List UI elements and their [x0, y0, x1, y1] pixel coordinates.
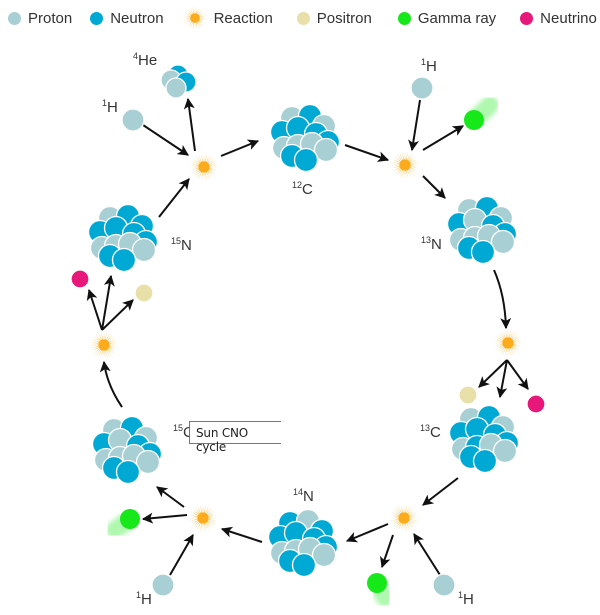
arrow-reaction2-to-gamma: [422, 125, 464, 151]
proton-h1-bottomright: [432, 573, 456, 597]
arrow-h1-to-reaction4: [413, 533, 441, 576]
reaction-1: [190, 153, 218, 181]
nucleus-o15: [91, 415, 163, 485]
arrow-reaction1-to-c12: [220, 139, 260, 157]
gamma-ray-3: [106, 509, 140, 539]
proton-h1-topright: [410, 76, 434, 100]
reaction-star-icon: [182, 6, 207, 30]
arrow-reaction4-to-gamma: [380, 534, 394, 569]
reaction-2: [391, 151, 419, 179]
arrow-n13-to-reaction3: [493, 269, 512, 330]
legend-item-reaction: Reaction: [182, 5, 273, 31]
proton: [131, 237, 157, 263]
arrow-h1-to-reaction5: [169, 534, 194, 576]
nucleus-n13: [446, 195, 518, 265]
labels-layer: 12C 13N 13C 14N 15C 15N 4He 1H 1H 1H 1H: [102, 51, 474, 608]
label-c12: 12C: [292, 180, 313, 198]
arrow-reaction5-to-o15: [156, 486, 185, 508]
legend-label: Neutron: [110, 9, 164, 27]
positron-2: [134, 283, 154, 303]
legend: Proton Neutron Reaction Positron Gamma r…: [8, 6, 600, 30]
legend-item-neutron: Neutron: [90, 9, 164, 27]
arrow-o15-to-reaction6: [99, 360, 123, 408]
label-he4: 4He: [133, 51, 157, 69]
legend-label: Reaction: [213, 9, 273, 27]
neutrino-1: [526, 394, 546, 414]
proton: [311, 542, 337, 568]
label-h1-bottomright: 1H: [458, 590, 474, 608]
neutron: [291, 552, 317, 578]
label-n14: 14N: [293, 487, 314, 505]
reaction-star-shape: [182, 6, 207, 30]
positron-1: [458, 385, 478, 405]
proton: [135, 449, 161, 475]
neutron: [472, 448, 498, 474]
neutrino-2: [70, 269, 90, 289]
label-c13: 13C: [420, 423, 441, 441]
legend-item-positron: Positron: [296, 9, 372, 27]
arrow-c12-to-reaction2: [344, 144, 390, 162]
proton: [492, 438, 518, 464]
proton: [313, 137, 339, 163]
label-o15: 15C: [173, 423, 194, 441]
proton: [490, 229, 516, 255]
arrow-n15-to-reaction1: [158, 178, 190, 218]
neutron: [293, 147, 319, 173]
label-n13: 13N: [421, 235, 442, 253]
arrow-reaction2-to-n13: [422, 175, 446, 199]
reaction-6: [90, 331, 118, 359]
arrow-n14-to-reaction5: [220, 526, 263, 543]
legend-label: Proton: [28, 9, 73, 27]
gamma-ray-2: [367, 573, 394, 607]
legend-item-neutrino: Neutrino: [520, 10, 597, 27]
arrows-layer: [86, 97, 529, 576]
label-h1-bottomleft: 1H: [136, 590, 152, 608]
nucleus-c13: [448, 404, 520, 474]
particles-layer: [70, 64, 546, 607]
arrow-reaction5-to-gamma: [141, 512, 188, 524]
gamma-ray-dot-icon: [397, 11, 411, 25]
positron-dot-icon: [296, 11, 310, 25]
arrow-reaction6-to-positron: [101, 299, 134, 331]
reaction-5: [189, 504, 217, 532]
label-h1-topleft: 1H: [102, 98, 118, 116]
arrow-h1-to-reaction1: [142, 124, 189, 156]
proton-dot-icon: [8, 11, 21, 25]
legend-item-gamma-ray: Gamma ray: [397, 9, 497, 27]
legend-item-proton: Proton: [8, 10, 72, 27]
arrow-reaction4-to-n14: [345, 523, 389, 543]
arrow-reaction3-to-positron: [478, 359, 508, 388]
arrow-c13-to-reaction4: [422, 477, 459, 506]
legend-label: Gamma ray: [417, 9, 497, 27]
arrow-h1-to-reaction2: [408, 99, 421, 152]
label-h1-topright: 1H: [421, 57, 437, 75]
arrow-reaction6-to-n15: [101, 274, 115, 331]
reaction-4: [390, 504, 418, 532]
tooltip: Sun CNO cycle: [189, 421, 281, 454]
proton-h1-topleft: [121, 108, 145, 132]
neutron: [111, 247, 137, 273]
label-n15: 15N: [171, 236, 192, 254]
legend-label: Neutrino: [540, 9, 597, 27]
reaction-3: [494, 329, 522, 357]
nucleus-n14: [267, 508, 339, 578]
neutron: [470, 239, 496, 265]
neutrino-dot-icon: [520, 11, 534, 25]
proton: [165, 77, 187, 99]
arrow-reaction1-to-he4: [183, 97, 196, 152]
arrow-reaction3-to-c13: [496, 359, 508, 399]
legend-label: Positron: [316, 9, 372, 27]
nucleus-he4: [160, 64, 197, 99]
arrow-reaction6-to-neutrino: [86, 288, 103, 331]
gamma-ray-1: [464, 96, 499, 130]
nucleus-c12: [269, 103, 341, 173]
proton-h1-bottomleft: [151, 573, 175, 597]
neutron-dot-icon: [90, 11, 104, 25]
neutron: [115, 459, 141, 485]
arrow-reaction3-to-neutrino: [506, 359, 529, 390]
nucleus-n15: [87, 203, 159, 273]
